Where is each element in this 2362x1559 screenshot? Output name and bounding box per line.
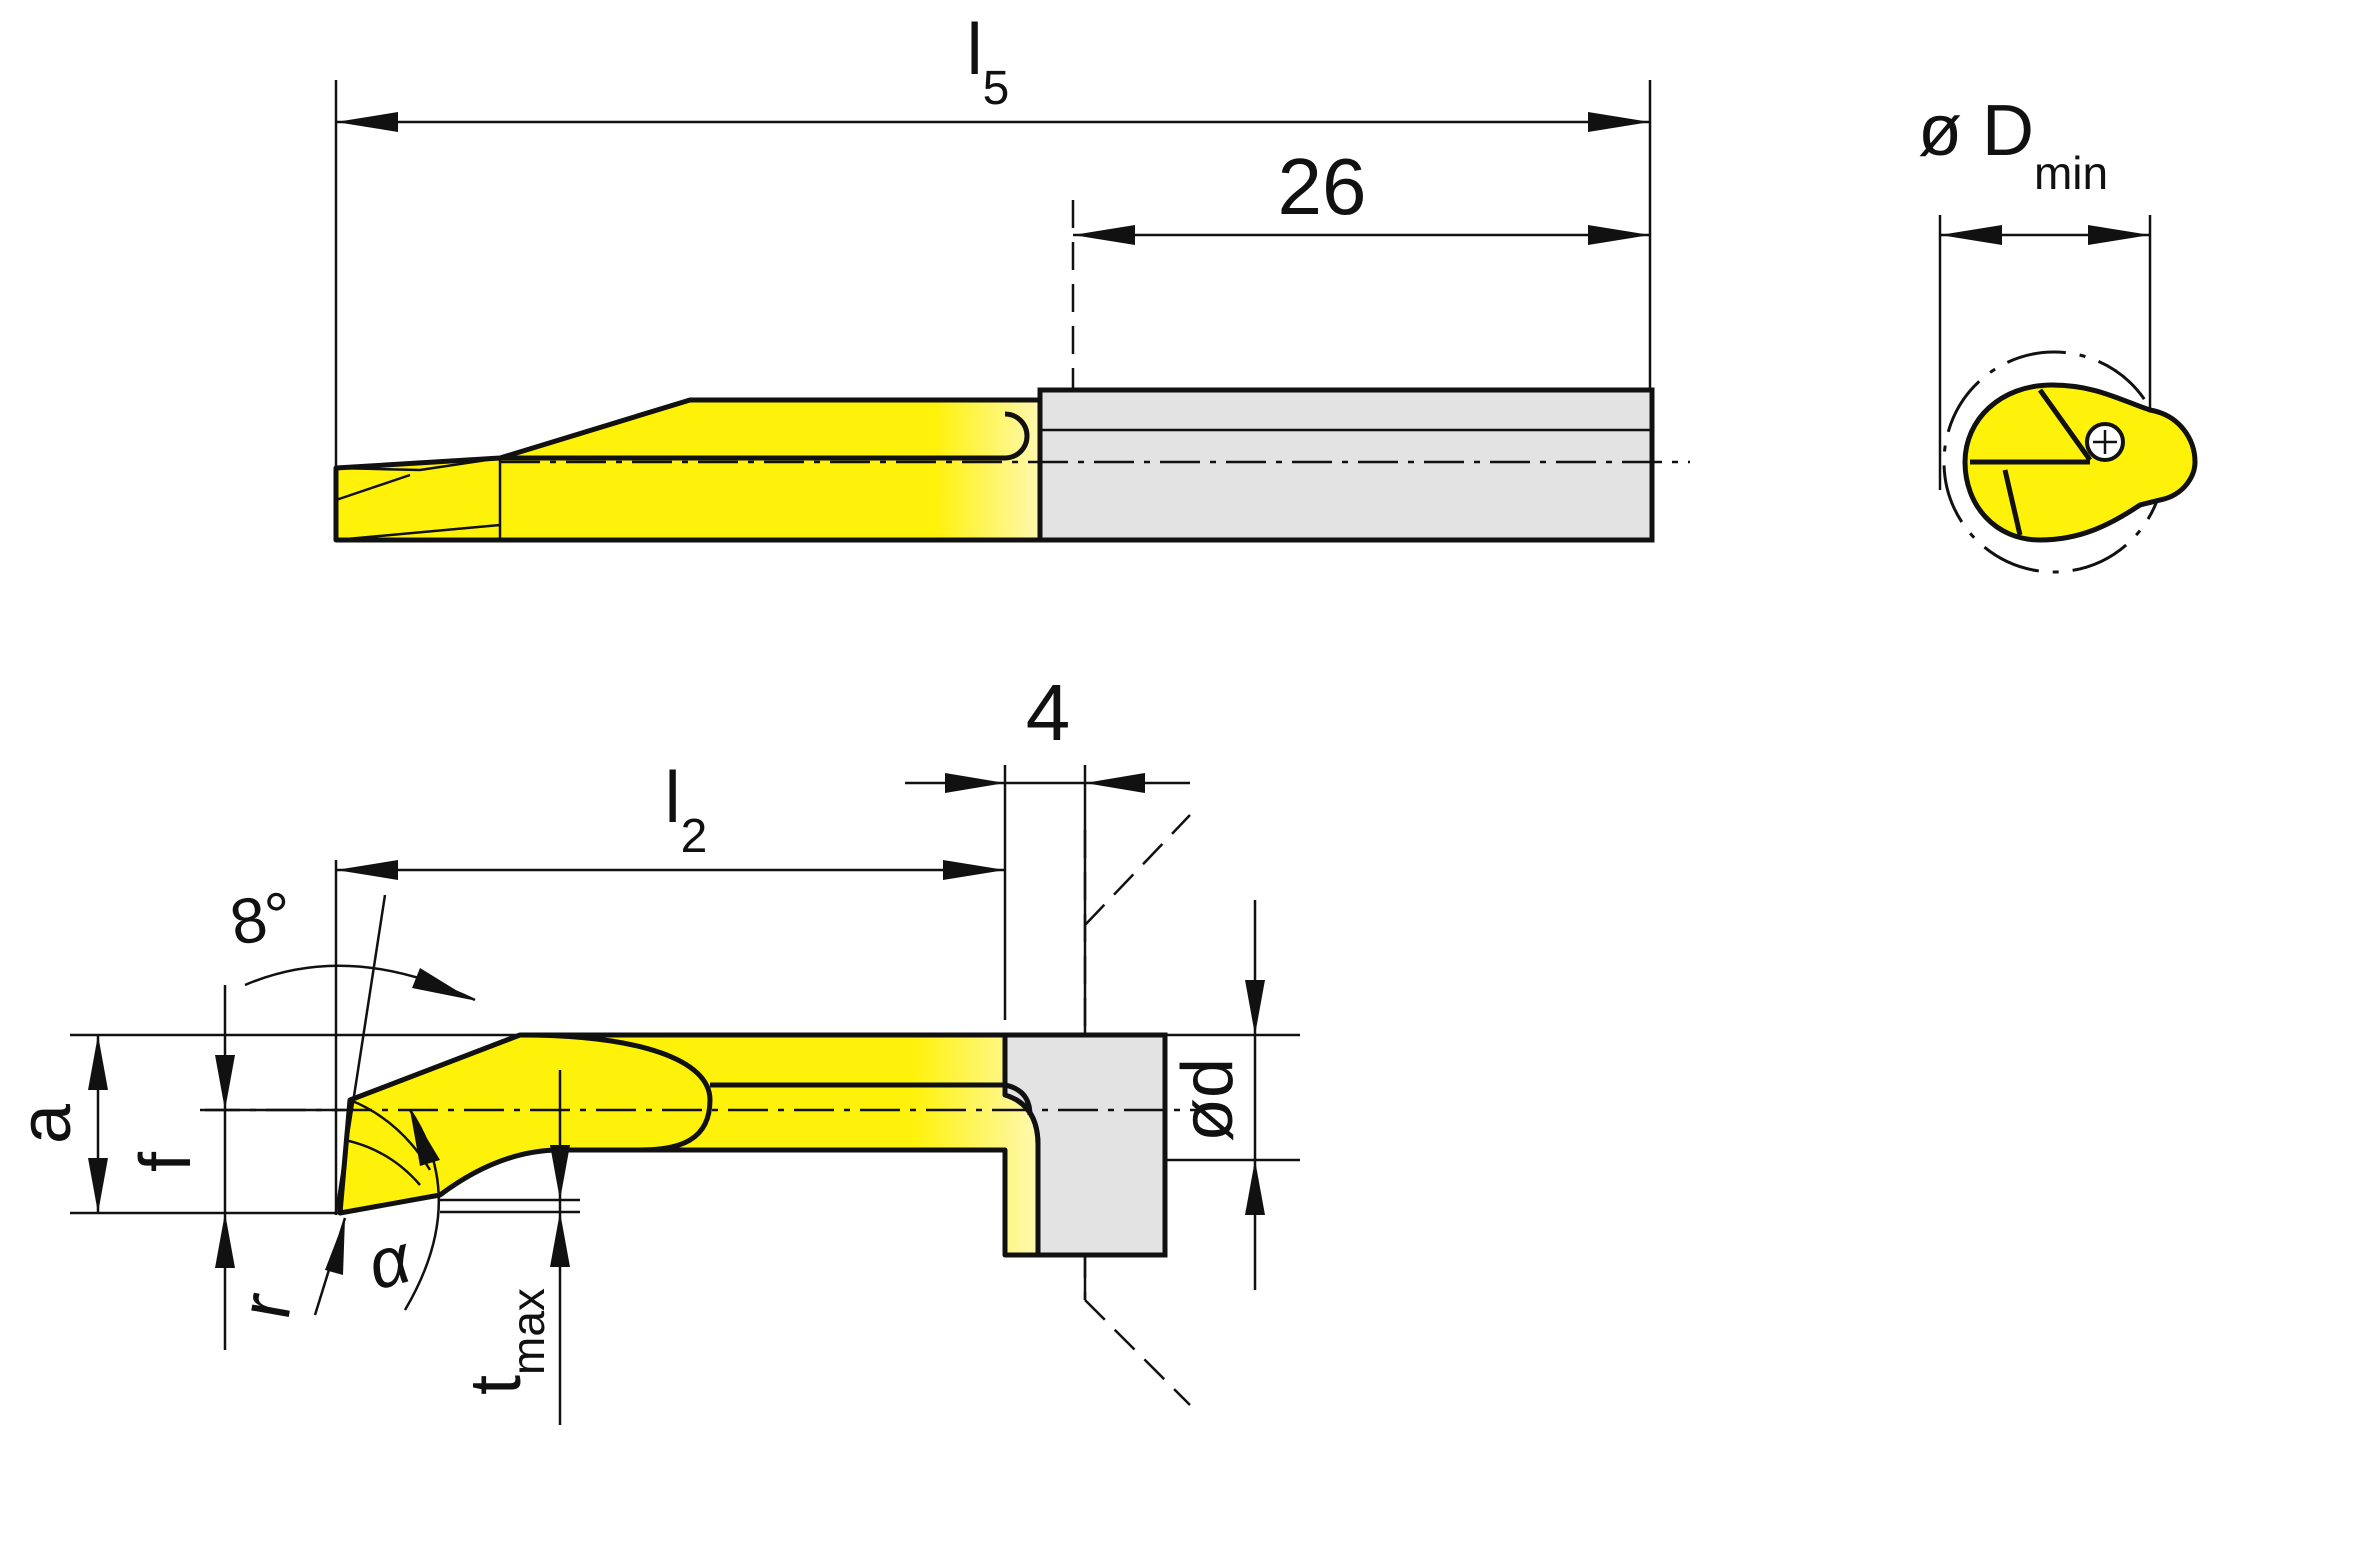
alpha-arrow [410,1110,440,1166]
a-label: a [6,1103,86,1144]
dmin-arrow-left [1940,225,2002,245]
collar-arrow-left [945,773,1005,793]
cutting-tip-edges [335,456,501,542]
l5-arrow-left [336,112,398,132]
l2-arrow-left [336,860,398,880]
bore-wall-lower [1084,1299,1191,1406]
a-arrow-top [88,1035,108,1090]
radius-label: r [225,1287,308,1325]
radius-arrow [325,1218,345,1275]
angle-8-label: 8° [225,878,298,960]
a-arrow-bottom [88,1158,108,1213]
shank-body [1037,387,1655,543]
l2-label: l2 [665,758,708,863]
tmax-label: tmax [456,1288,554,1395]
shank-length-arrow-left [1073,225,1135,245]
dmin-arrow-right [2088,225,2150,245]
bore-wall-upper [1084,814,1191,926]
end-view: ø Dmin [1918,91,2198,574]
angle-8-arrow [412,968,472,1000]
detail-flute-curve [519,1032,713,1153]
detail-view: 4 l2 a [6,668,1300,1425]
carbide-body [333,397,1043,543]
l2-arrow-right [943,860,1005,880]
f-arrow-bottom [215,1213,235,1268]
shank-dia-label: ød [1168,1058,1248,1142]
tmax-arrow-top [550,1145,570,1200]
cross-section-rake [2002,469,2023,536]
alpha-label: α [359,1218,420,1304]
collar-label: 4 [1026,668,1071,757]
shank-dia-arrow-bottom [1245,1160,1265,1215]
cross-section-flute [2037,388,2093,462]
tmax-arrow-bottom [550,1212,570,1267]
dmin-label: ø Dmin [1918,91,2108,199]
shank-dia-arrow-top [1245,980,1265,1035]
f-label: f [126,1151,206,1172]
collar-arrow-right [1085,773,1145,793]
l5-label: l5 [967,10,1010,115]
side-view: l5 26 [333,10,1690,543]
flute-groove [500,411,1030,461]
l5-arrow-right [1588,112,1650,132]
f-arrow-top [215,1055,235,1110]
clearance-angle-line [334,894,387,1214]
shank-length-arrow-right [1588,225,1650,245]
shank-length-label: 26 [1278,142,1367,231]
